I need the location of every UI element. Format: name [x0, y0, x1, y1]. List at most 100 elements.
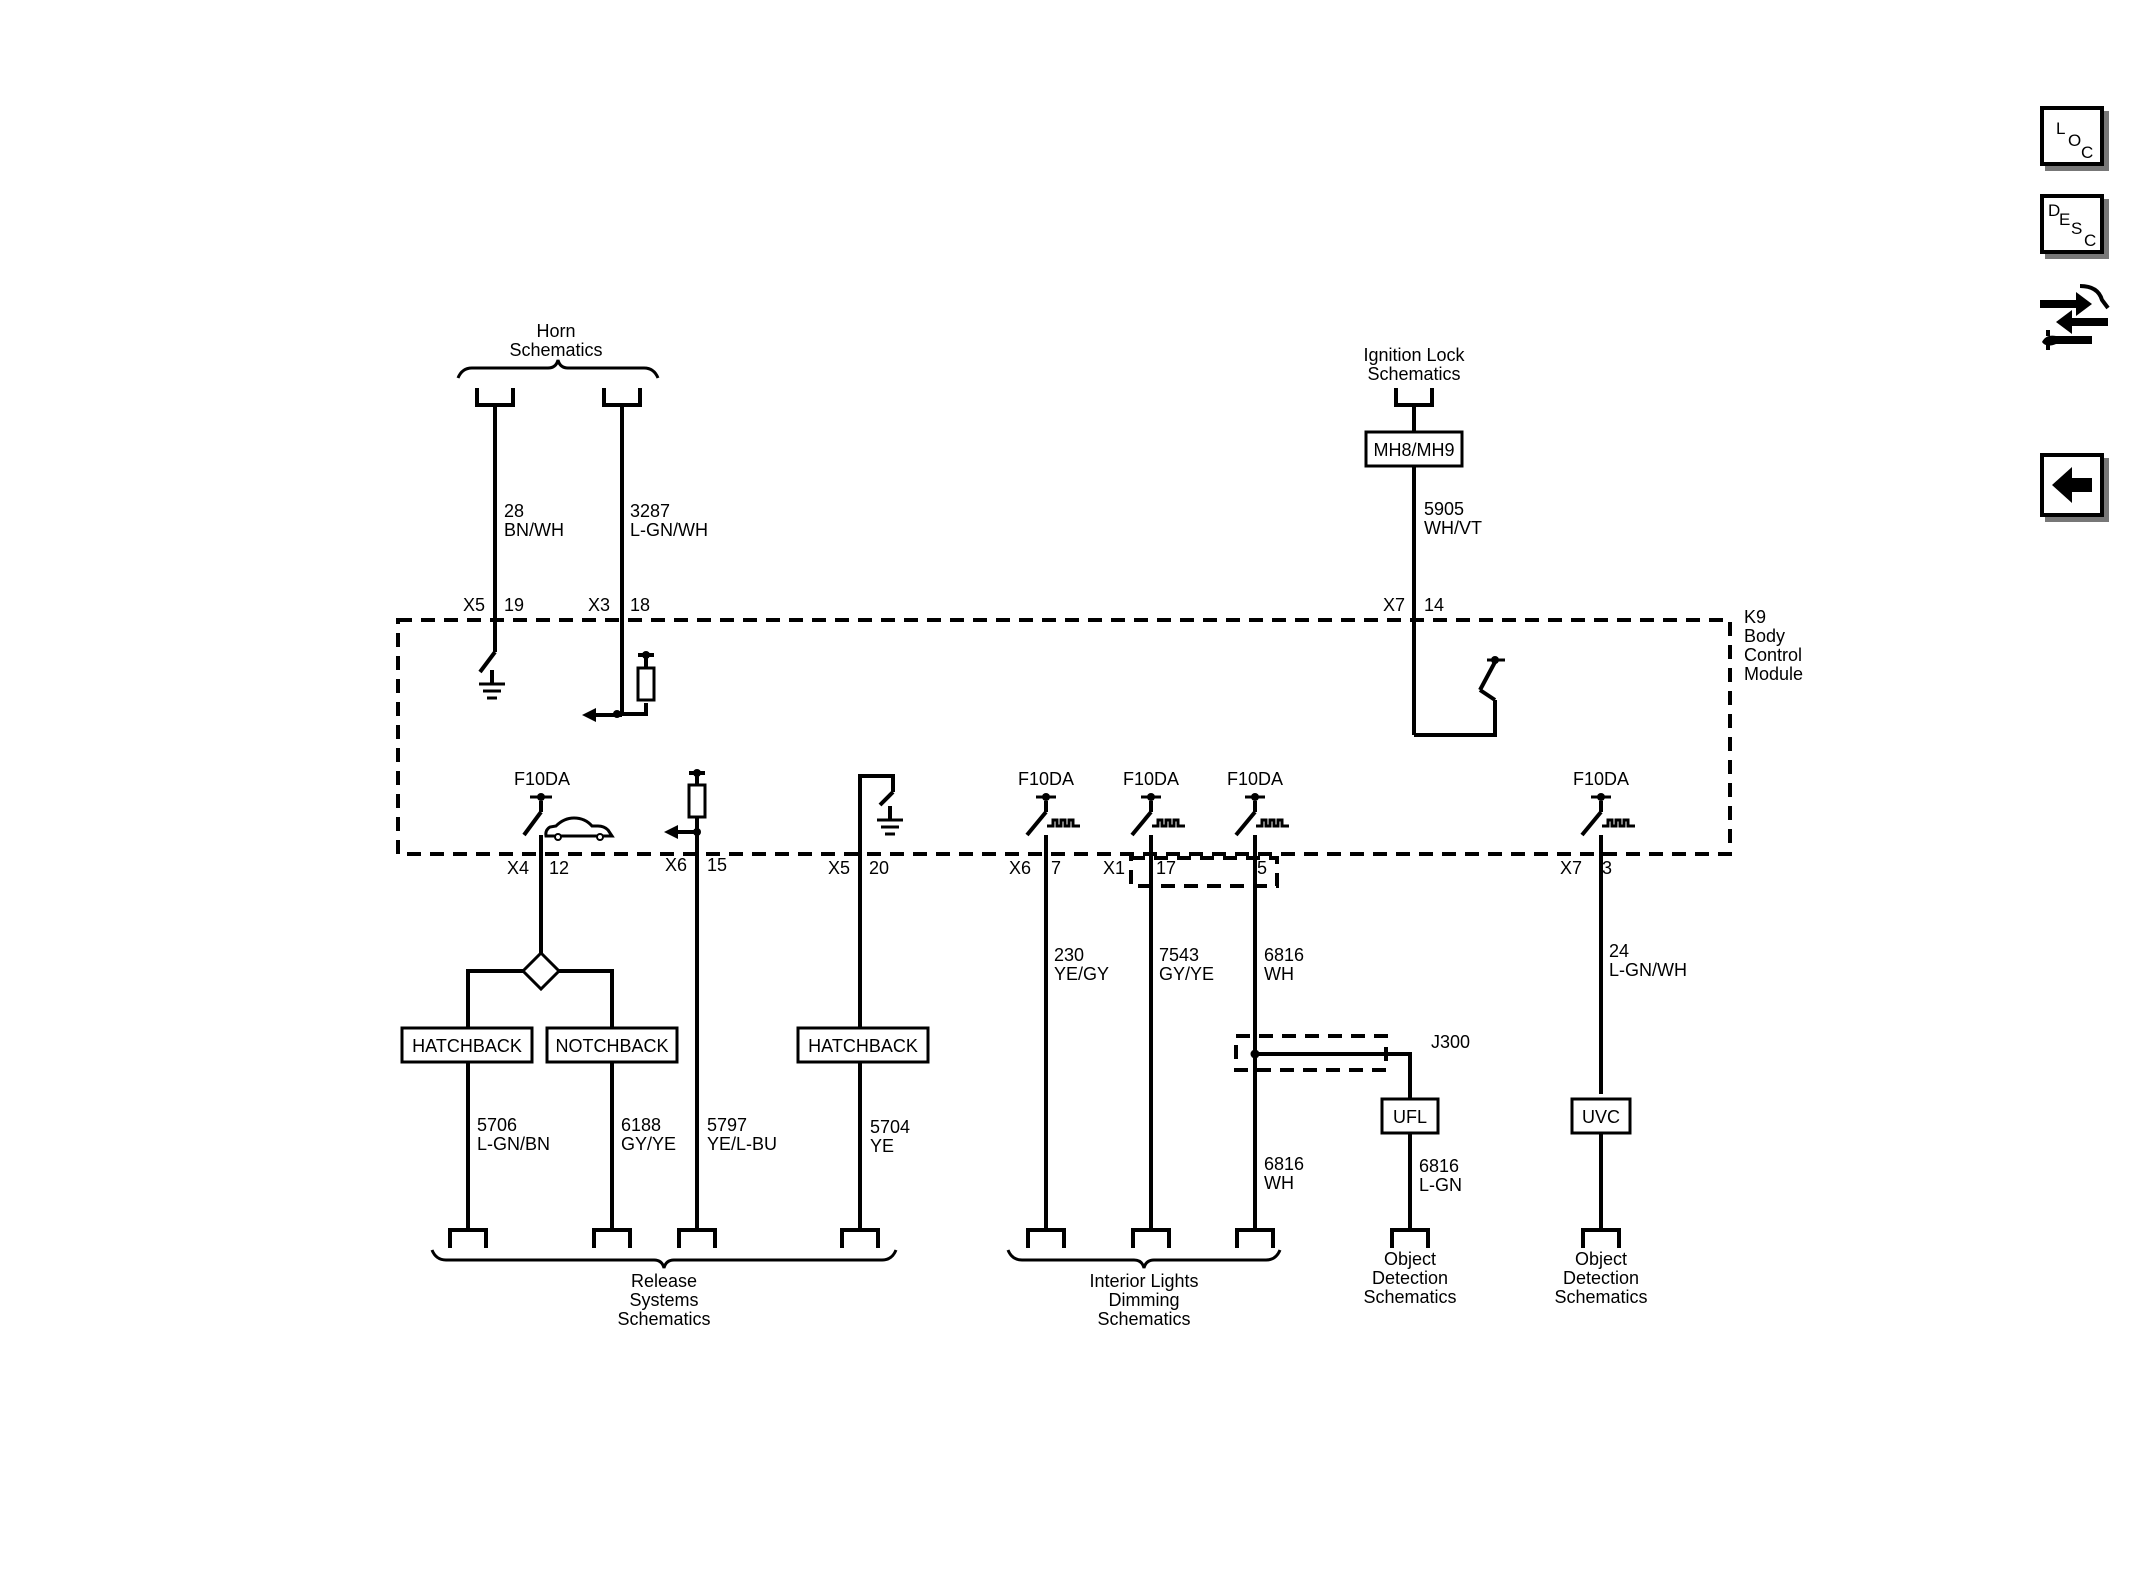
object-detection-schematics-title-1: Object Detection Schematics — [1363, 1249, 1456, 1307]
svg-text:19: 19 — [504, 595, 524, 615]
connector-x1-17: X1 17 — [1103, 858, 1176, 878]
notchback-option-box — [545, 1026, 679, 1064]
horn-terminal-2 — [602, 388, 642, 410]
hatchback-option-box-2 — [796, 1026, 930, 1064]
svg-text:UVC: UVC — [1582, 1107, 1620, 1127]
svg-text:3287: 3287 — [630, 501, 670, 521]
svg-text:Release: Release — [631, 1271, 697, 1291]
wire-3287-label: 3287 L-GN/WH — [630, 501, 708, 540]
svg-text:F10DA: F10DA — [1123, 769, 1179, 789]
wire-6816-wh-lower-label: 6816 WH — [1264, 1154, 1304, 1193]
svg-text:6188: 6188 — [621, 1115, 661, 1135]
connector-x7-3: X7 3 — [1560, 858, 1612, 878]
connector-tool-icon[interactable] — [2036, 278, 2112, 354]
ufl-option-box — [1380, 1097, 1440, 1135]
option-branch-diamond — [520, 950, 562, 992]
desc-button[interactable]: D E S C — [2040, 194, 2104, 254]
interior-lights-dimming-schematics-title: Interior Lights Dimming Schematics — [1089, 1271, 1198, 1329]
svg-text:Interior Lights: Interior Lights — [1089, 1271, 1198, 1291]
svg-text:X4: X4 — [507, 858, 529, 878]
svg-text:Ignition Lock: Ignition Lock — [1363, 345, 1465, 365]
svg-text:GY/YE: GY/YE — [621, 1134, 676, 1154]
wire-28-label: 28 BN/WH — [504, 501, 564, 540]
ignition-lock-schematics-title: Ignition Lock Schematics — [1363, 345, 1465, 384]
back-arrow-button[interactable] — [2040, 453, 2104, 517]
svg-text:X5: X5 — [828, 858, 850, 878]
wire-7543-label: 7543 GY/YE — [1159, 945, 1214, 984]
svg-text:5704: 5704 — [870, 1117, 910, 1137]
svg-text:5706: 5706 — [477, 1115, 517, 1135]
svg-text:Detection: Detection — [1563, 1268, 1639, 1288]
svg-text:3: 3 — [1602, 858, 1612, 878]
svg-text:X3: X3 — [588, 595, 610, 615]
svg-text:Systems: Systems — [629, 1290, 698, 1310]
svg-text:28: 28 — [504, 501, 524, 521]
connector-x6-15: X6 15 — [665, 855, 727, 875]
horn-schematics-title: Horn Schematics — [509, 321, 602, 360]
pull-up-resistor-icon — [687, 783, 707, 819]
connector-pin-5: 5 — [1257, 858, 1267, 878]
svg-text:X5: X5 — [463, 595, 485, 615]
horn-switch — [478, 650, 497, 674]
wire-24-label: 24 L-GN/WH — [1609, 941, 1687, 980]
connector-x7-14: X7 14 — [1383, 595, 1444, 615]
svg-text:5905: 5905 — [1424, 499, 1464, 519]
svg-text:F10DA: F10DA — [1227, 769, 1283, 789]
wire-5905-label: 5905 WH/VT — [1424, 499, 1482, 538]
svg-text:Detection: Detection — [1372, 1268, 1448, 1288]
svg-text:Schematics: Schematics — [1554, 1287, 1647, 1307]
svg-text:18: 18 — [630, 595, 650, 615]
svg-text:12: 12 — [549, 858, 569, 878]
pwm-signal-icon — [1047, 818, 1080, 828]
svg-text:Schematics: Schematics — [617, 1309, 710, 1329]
svg-text:Schematics: Schematics — [1363, 1287, 1456, 1307]
svg-text:L-GN/BN: L-GN/BN — [477, 1134, 550, 1154]
ignition-switch — [1478, 688, 1497, 702]
svg-text:X6: X6 — [665, 855, 687, 875]
body-control-module-boundary — [396, 618, 1732, 856]
horn-terminal-1 — [475, 388, 515, 410]
ground-icon — [477, 682, 507, 700]
input-arrow-icon — [664, 825, 678, 839]
svg-text:Dimming: Dimming — [1108, 1290, 1179, 1310]
pwm-signal-icon — [1152, 818, 1185, 828]
svg-text:YE/L-BU: YE/L-BU — [707, 1134, 777, 1154]
svg-text:X1: X1 — [1103, 858, 1125, 878]
svg-text:Schematics: Schematics — [1367, 364, 1460, 384]
object-detection-schematics-title-2: Object Detection Schematics — [1554, 1249, 1647, 1307]
pwm-signal-icon — [1602, 818, 1635, 828]
svg-text:GY/YE: GY/YE — [1159, 964, 1214, 984]
svg-text:Body: Body — [1744, 626, 1785, 646]
svg-text:6816: 6816 — [1264, 1154, 1304, 1174]
svg-text:WH/VT: WH/VT — [1424, 518, 1482, 538]
input-arrow-icon — [582, 708, 596, 722]
connector-x4-12: X4 12 — [507, 858, 569, 878]
svg-text:UFL: UFL — [1393, 1107, 1427, 1127]
svg-text:14: 14 — [1424, 595, 1444, 615]
svg-text:Module: Module — [1744, 664, 1803, 684]
horn-bracket — [456, 359, 660, 379]
pwm-driver-pin-5 — [1234, 793, 1289, 837]
pwm-signal-icon — [1256, 818, 1289, 828]
wire-6816-lgn-label: 6816 L-GN — [1419, 1156, 1462, 1195]
connector-x1-dashed-group — [1129, 856, 1279, 888]
driver-x4-12 — [522, 793, 552, 837]
svg-text:Object: Object — [1575, 1249, 1627, 1269]
connector-x5-20: X5 20 — [828, 858, 889, 878]
svg-text:Horn: Horn — [536, 321, 575, 341]
svg-text:HATCHBACK: HATCHBACK — [412, 1036, 522, 1056]
svg-text:X7: X7 — [1383, 595, 1405, 615]
module-label: K9 Body Control Module — [1744, 607, 1803, 684]
svg-text:YE: YE — [870, 1136, 894, 1156]
svg-text:HATCHBACK: HATCHBACK — [808, 1036, 918, 1056]
connector-x5-19: X5 19 — [463, 595, 524, 615]
wire-5797-label: 5797 YE/L-BU — [707, 1115, 777, 1154]
back-arrow-icon — [2052, 467, 2092, 503]
wire-6188-label: 6188 GY/YE — [621, 1115, 676, 1154]
svg-text:X6: X6 — [1009, 858, 1031, 878]
loc-button[interactable]: L O C — [2040, 106, 2104, 166]
svg-text:K9: K9 — [1744, 607, 1766, 627]
svg-text:Schematics: Schematics — [1097, 1309, 1190, 1329]
svg-text:L-GN/WH: L-GN/WH — [630, 520, 708, 540]
